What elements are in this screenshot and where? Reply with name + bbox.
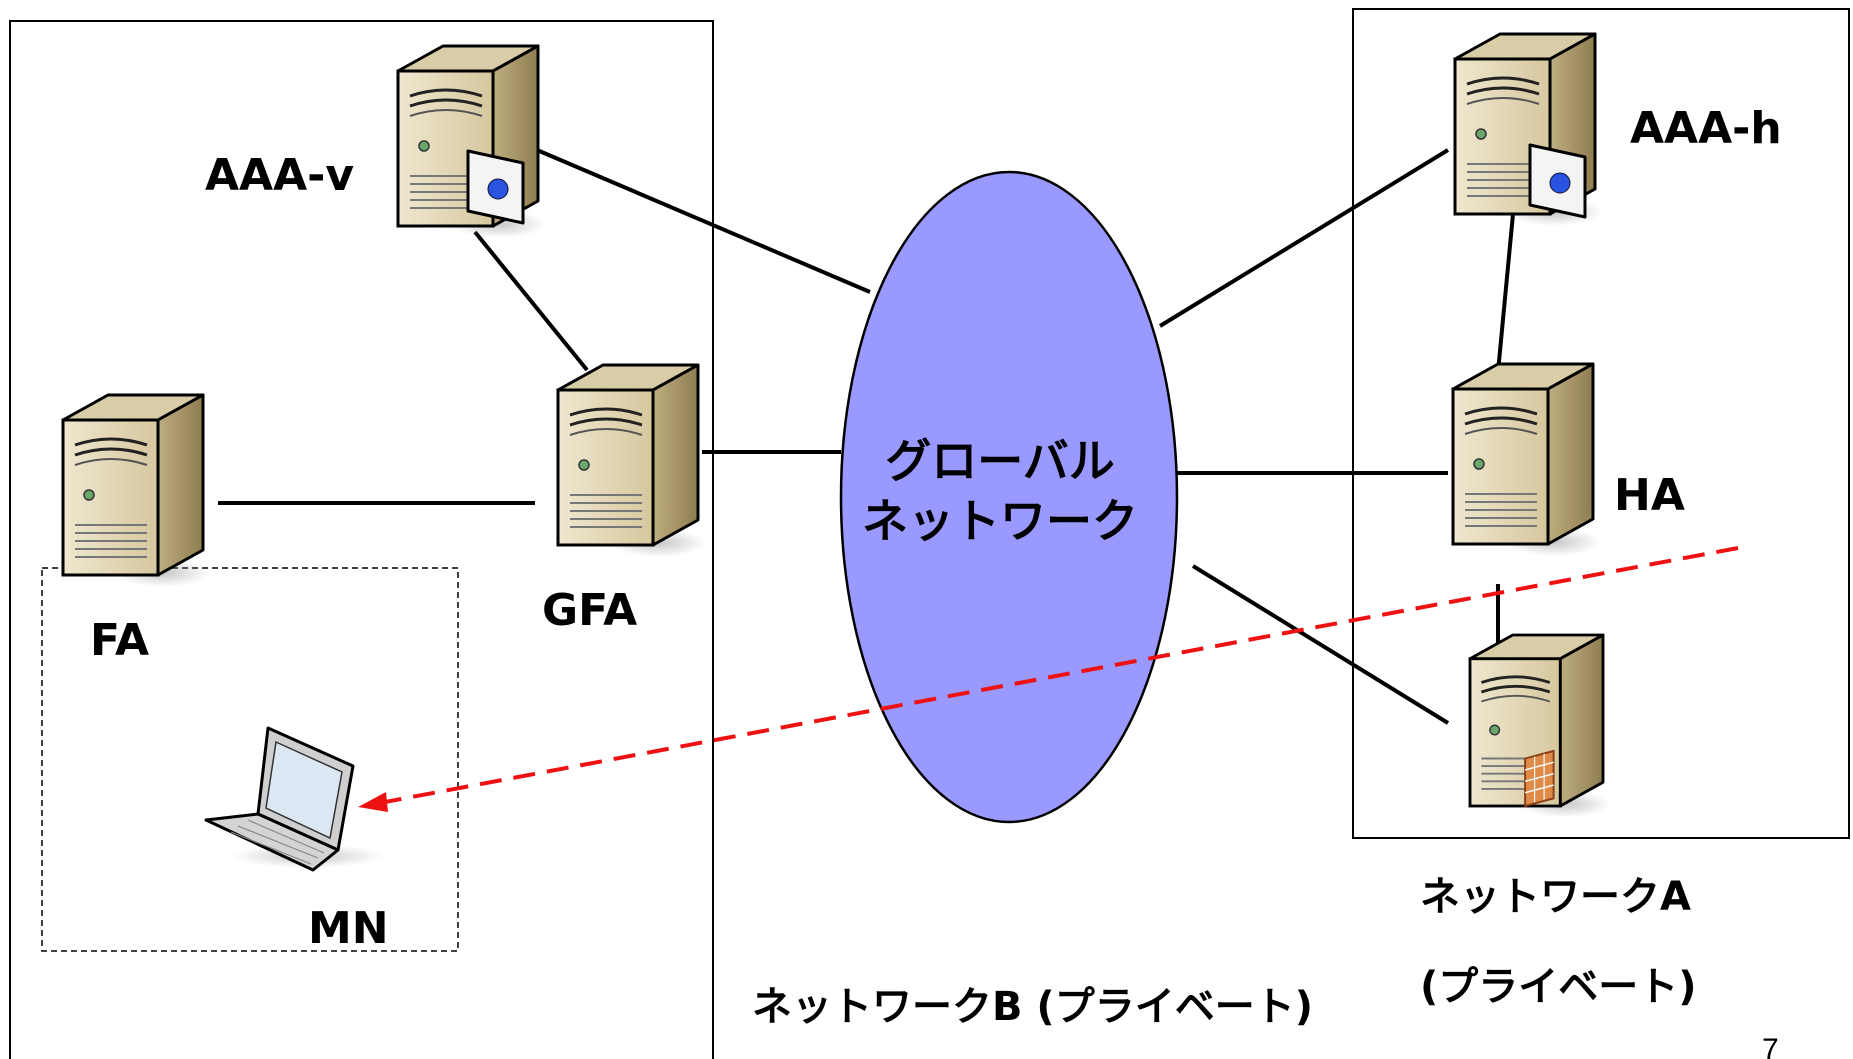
label-network-b: ネットワークB (プライベート) — [752, 984, 1313, 1030]
page-number: 7 — [1762, 1033, 1779, 1059]
links — [218, 148, 1515, 725]
aaa-v-server — [396, 44, 548, 240]
laptop-icon — [204, 726, 383, 872]
link-cloud-firewall — [1191, 564, 1450, 725]
label-network-a-line1: ネットワークA — [1420, 874, 1691, 920]
gfa-server — [556, 363, 708, 559]
global-network-cloud — [839, 170, 1179, 824]
network-a-boundary — [1352, 8, 1850, 839]
label-aaa-v: AAA-v — [205, 150, 354, 201]
network-b-boundary — [9, 20, 714, 1059]
label-aaa-h: AAA-h — [1630, 103, 1782, 154]
label-fa: FA — [90, 615, 149, 666]
link-aaa-v-gfa — [473, 230, 589, 372]
label-mn: MN — [308, 903, 389, 954]
link-aaa-h-ha — [1496, 213, 1515, 373]
firewall-server — [1468, 633, 1613, 819]
cloud-label-line1: グローバル — [885, 434, 1115, 488]
cloud-label-line2: ネットワーク — [862, 494, 1138, 548]
label-gfa: GFA — [542, 585, 637, 636]
label-ha: HA — [1614, 470, 1685, 521]
tunnel-arrowhead — [358, 792, 388, 812]
ha-server — [1451, 362, 1603, 558]
aaa-h-server — [1453, 32, 1605, 228]
label-network-a-line2: (プライベート) — [1420, 964, 1697, 1010]
fa-server — [61, 393, 213, 589]
tunnel-line — [384, 546, 1739, 804]
link-cloud-aaa-h — [1158, 148, 1450, 328]
link-aaa-v-cloud — [536, 148, 871, 294]
